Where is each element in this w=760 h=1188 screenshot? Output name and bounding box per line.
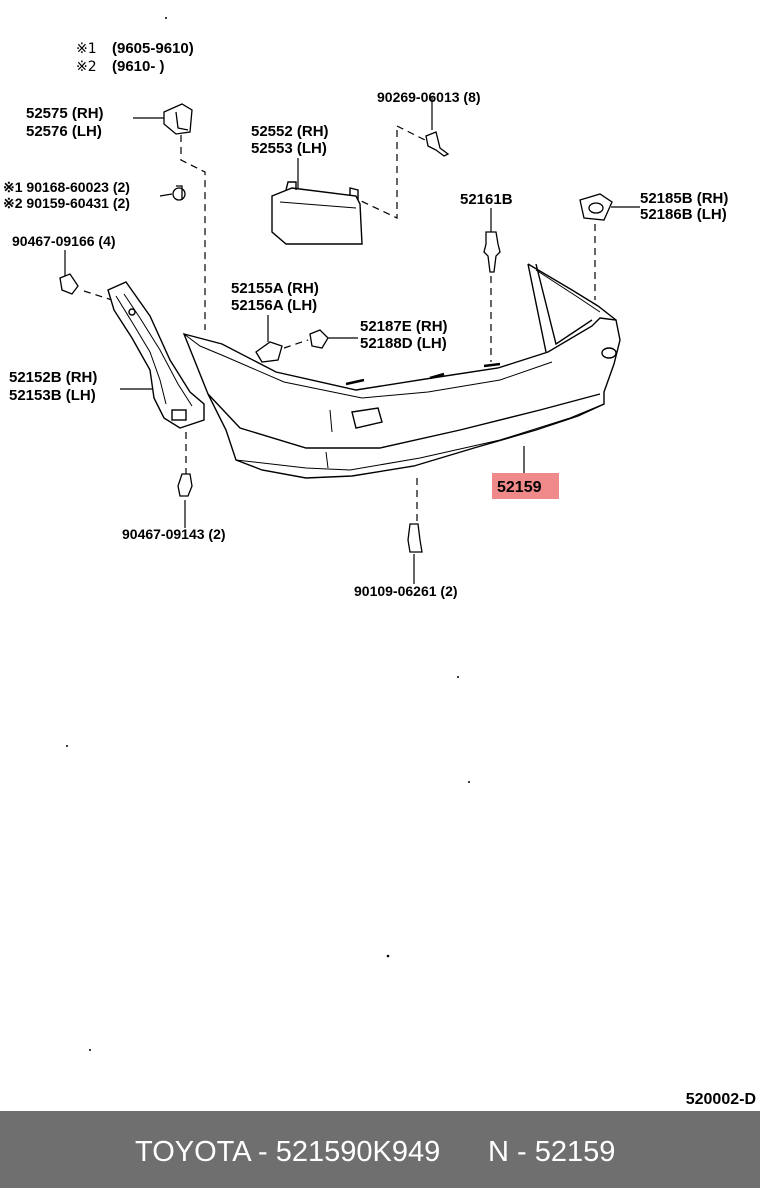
retainer-52552 <box>271 181 363 245</box>
footer-ref-number: N - 52159 <box>488 1136 616 1168</box>
label-52188d: 52188D (LH) <box>360 335 447 352</box>
parts-diagram: ※1 (9605-9610) ※2 (9610- ) 52575 (RH) 52… <box>3 17 728 1051</box>
label-52156a: 52156A (LH) <box>231 297 317 314</box>
label-52187e: 52187E (RH) <box>360 318 448 335</box>
label-52161b: 52161B <box>460 191 513 208</box>
fasteners <box>59 103 613 553</box>
label-90269: 90269-06013 (8) <box>377 89 481 105</box>
label-52576: 52576 (LH) <box>26 123 102 140</box>
label-52153b: 52153B (LH) <box>9 387 96 404</box>
label-90467-09166: 90467-09166 (4) <box>12 233 116 249</box>
highlight-box <box>492 473 559 499</box>
label-52186b: 52186B (LH) <box>640 206 727 223</box>
label-52575: 52575 (RH) <box>26 105 104 122</box>
label-90467-09143: 90467-09143 (2) <box>122 526 226 542</box>
label-90168: ※1 90168-60023 (2) <box>3 179 130 195</box>
note-2-range: (9610- ) <box>112 58 165 75</box>
label-90159: ※2 90159-60431 (2) <box>3 195 130 211</box>
label-90109: 90109-06261 (2) <box>354 583 458 599</box>
side-bracket <box>107 281 205 429</box>
leader-lines <box>64 97 640 584</box>
label-52185b: 52185B (RH) <box>640 190 728 207</box>
note-1-range: (9605-9610) <box>112 40 194 57</box>
bumper-cover <box>182 263 621 479</box>
note-2-mark: ※2 <box>76 59 97 75</box>
label-52159[interactable]: 52159 <box>497 479 542 496</box>
footer-bar: TOYOTA - 521590K949 N - 52159 <box>0 1111 760 1188</box>
label-52553: 52553 (LH) <box>251 140 327 157</box>
label-52152b: 52152B (RH) <box>9 369 97 386</box>
diagram-reference-code: 520002-D <box>685 1091 756 1108</box>
dashed-guides <box>83 125 596 522</box>
label-52155a: 52155A (RH) <box>231 280 319 297</box>
footer-part-number: TOYOTA - 521590K949 <box>135 1136 441 1168</box>
scan-specks <box>66 17 470 1051</box>
label-52552: 52552 (RH) <box>251 123 329 140</box>
note-1-mark: ※1 <box>76 41 97 57</box>
